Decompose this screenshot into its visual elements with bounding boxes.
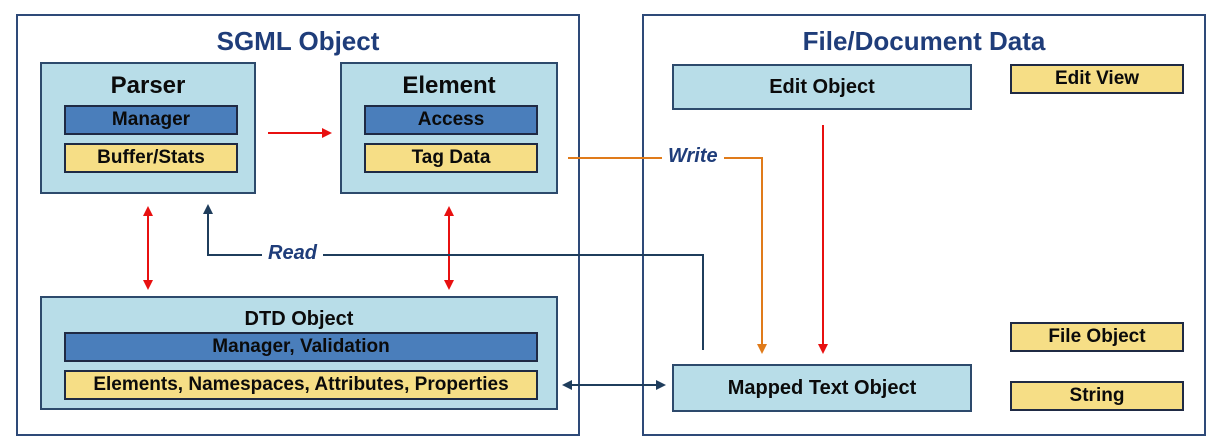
sgml-object-title: SGML Object [216,26,380,56]
mapped-text-object-box: Mapped Text Object [672,364,972,412]
parser-manager-box: Manager [64,105,238,135]
edit-object-box: Edit Object [672,64,972,110]
element-tag-data-box: Tag Data [364,143,538,173]
read-flow-arrow [203,204,704,350]
parser-buffer-stats-box: Buffer/Stats [64,143,238,173]
parser-title: Parser [110,72,186,99]
dtd-object-title: DTD Object [244,308,354,330]
edit-view-box: Edit View [1010,64,1184,94]
write-flow-arrow [568,157,767,354]
element-title: Element [402,72,496,99]
string-box: String [1010,381,1184,411]
read-label: Read [262,242,323,265]
element-access-box: Access [364,105,538,135]
file-object-box: File Object [1010,322,1184,352]
write-label: Write [662,145,724,168]
dtd-items-box: Elements, Namespaces, Attributes, Proper… [64,370,538,400]
dtd-manager-validation-box: Manager, Validation [64,332,538,362]
file-document-title: File/Document Data [802,26,1046,56]
